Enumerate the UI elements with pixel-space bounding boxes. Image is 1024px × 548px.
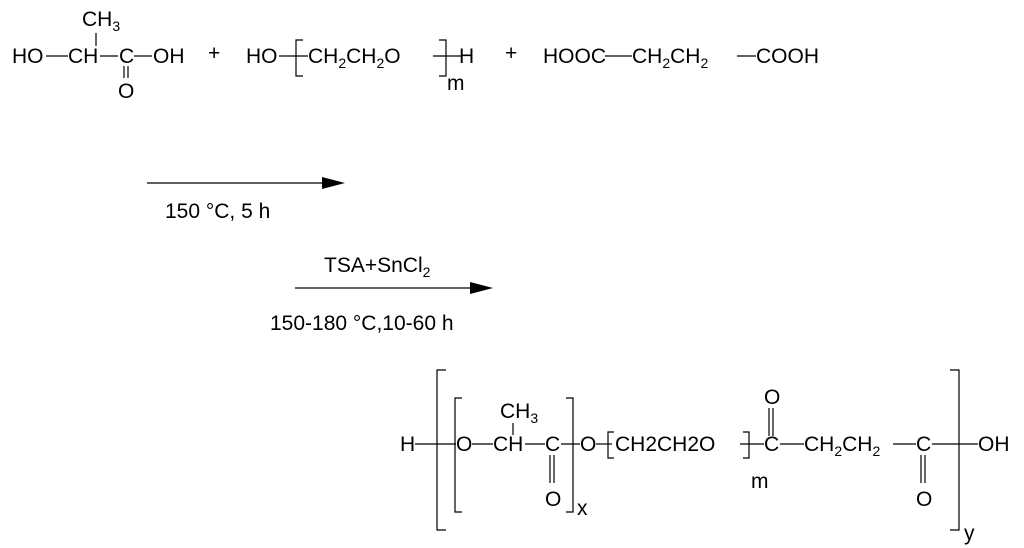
carbonyl-oxygen-label: O: [118, 80, 134, 103]
methyl-group-label: CH3: [500, 400, 538, 426]
inner-bracket-left: [454, 397, 462, 513]
repeat-index-m: m: [447, 72, 465, 95]
carbonyl-oxygen-3: O: [916, 488, 932, 511]
carbonyl-oxygen-2: O: [764, 386, 780, 409]
acid-hydroxyl-label: OH: [153, 45, 185, 68]
ethylene-label: CH2CH2: [804, 433, 880, 459]
product-structure: H y x O CH CH3 C O O CH2CH2O m C O C: [400, 369, 1010, 545]
step2-condition-label: 150-180 °C,10-60 h: [270, 312, 454, 335]
repeat-index-m: m: [751, 470, 769, 493]
peg-repeat-unit: CH2CH2O: [308, 45, 401, 71]
arrow-head: [470, 282, 493, 294]
succinic-acid-structure: HOOC CH2CH2 COOH: [543, 45, 819, 71]
lactic-acid-structure: CH3 HO CH C OH O: [12, 8, 185, 103]
reaction-arrow-step-2: TSA+SnCl2 150-180 °C,10-60 h: [270, 254, 493, 335]
carbon-label: C: [119, 45, 134, 68]
arrow-head: [322, 177, 345, 189]
peg-bracket-left: [607, 431, 614, 459]
plus-sign-1: +: [208, 42, 220, 65]
reaction-arrow-step-1: 150 °C, 5 h: [147, 177, 345, 223]
ch-label: CH: [493, 433, 523, 456]
terminal-hydroxyl: OH: [978, 433, 1010, 456]
peg-bracket-right: [743, 431, 750, 459]
peg-repeat-unit: CH2CH2O: [615, 433, 715, 456]
hydroxyl-label: HO: [12, 45, 44, 68]
peg-terminal-h: H: [459, 45, 474, 68]
carbonyl-carbon-3: C: [916, 433, 931, 456]
step1-condition-label: 150 °C, 5 h: [165, 200, 270, 223]
terminal-h: H: [400, 433, 415, 456]
carbonyl-carbon-1: C: [545, 433, 560, 456]
ester-oxygen-2: O: [580, 433, 596, 456]
cooh-label: COOH: [756, 45, 819, 68]
plus-sign-2: +: [505, 42, 517, 65]
ethylene-label: CH2CH2: [632, 45, 708, 71]
repeat-index-y: y: [964, 522, 975, 545]
hooc-label: HOOC: [543, 45, 606, 68]
ch-label: CH: [68, 45, 98, 68]
repeat-bracket-right: [439, 39, 447, 77]
outer-bracket-right: [950, 369, 960, 531]
repeat-bracket-left: [295, 39, 303, 77]
carbonyl-oxygen-1: O: [545, 488, 561, 511]
methyl-group-label: CH3: [82, 8, 120, 34]
peg-structure: HO CH2CH2O H m: [246, 39, 474, 95]
repeat-index-x: x: [577, 497, 588, 520]
catalyst-label: TSA+SnCl2: [324, 254, 431, 280]
inner-bracket-right: [566, 397, 574, 513]
peg-hydroxyl-label: HO: [246, 45, 278, 68]
carbonyl-carbon-2: C: [764, 433, 779, 456]
ester-oxygen-1: O: [456, 433, 472, 456]
outer-bracket-left: [436, 369, 446, 531]
